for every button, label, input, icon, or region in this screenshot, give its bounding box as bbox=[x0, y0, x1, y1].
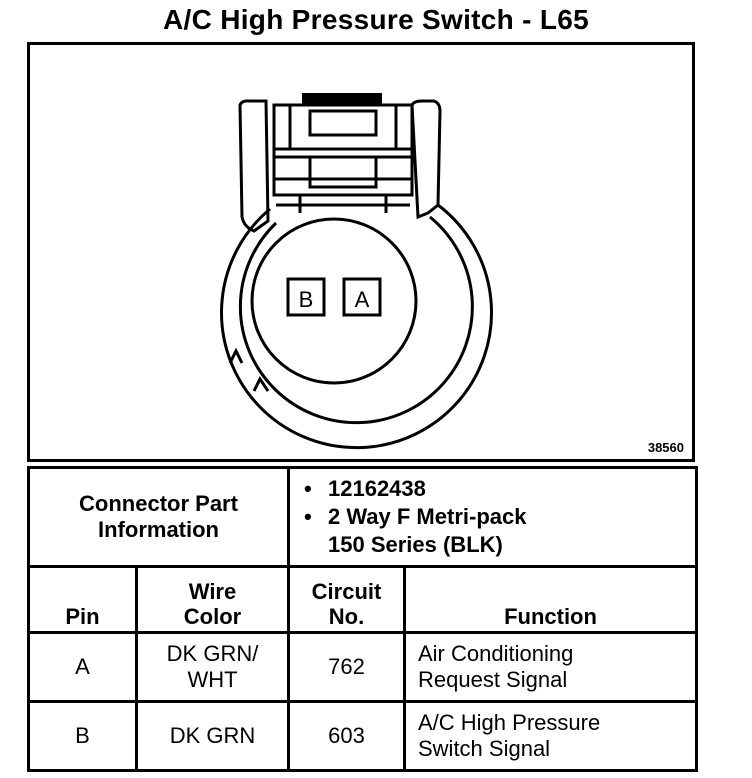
latch-bar bbox=[302, 93, 382, 105]
index-mark-lower bbox=[252, 376, 270, 392]
connector-info-table: Connector Part Information 12162438 2 Wa… bbox=[27, 466, 698, 568]
header-function: Function bbox=[403, 566, 698, 634]
connector-description-cont: 150 Series (BLK) bbox=[328, 532, 503, 557]
function-cell: Air Conditioning Request Signal bbox=[403, 631, 698, 703]
circuit-cell: 762 bbox=[287, 631, 406, 703]
cavity-label-b: B bbox=[299, 287, 314, 312]
cavity-a-box bbox=[342, 277, 382, 317]
terminal-face bbox=[250, 217, 418, 385]
wire-color-cell: DK GRN bbox=[135, 700, 290, 772]
cavity-label-a: A bbox=[355, 287, 370, 312]
connector-info-values: 12162438 2 Way F Metri-pack 150 Series (… bbox=[287, 466, 698, 568]
page-title: A/C High Pressure Switch - L65 bbox=[163, 4, 589, 35]
header-wire-color: Wire Color bbox=[135, 566, 290, 634]
pin-cell: A bbox=[27, 631, 138, 703]
pin-cell: B bbox=[27, 700, 138, 772]
wire-color-cell: DK GRN/ WHT bbox=[135, 631, 290, 703]
connector-diagram-frame: B A 38560 bbox=[27, 42, 695, 462]
index-mark-left bbox=[228, 347, 244, 364]
left-latch-arm bbox=[238, 99, 270, 233]
connector-info-label: Connector Part Information bbox=[27, 466, 290, 568]
pin-table: Pin Wire Color Circuit No. Function A DK… bbox=[27, 566, 698, 772]
connector-inner-ring bbox=[238, 215, 474, 425]
function-cell: A/C High Pressure Switch Signal bbox=[403, 700, 698, 772]
header-pin: Pin bbox=[27, 566, 138, 634]
right-latch-arm bbox=[410, 99, 442, 220]
table-row: B DK GRN 603 A/C High Pressure Switch Si… bbox=[27, 700, 698, 772]
cavity-b-box bbox=[286, 277, 326, 317]
circuit-cell: 603 bbox=[287, 700, 406, 772]
part-number: 12162438 bbox=[304, 475, 695, 503]
table-row: A DK GRN/ WHT 762 Air Conditioning Reque… bbox=[27, 631, 698, 703]
pin-table-header: Pin Wire Color Circuit No. Function bbox=[27, 566, 698, 634]
figure-number: 38560 bbox=[647, 440, 684, 455]
header-circuit: Circuit No. bbox=[287, 566, 406, 634]
connector-face-illustration: B A bbox=[220, 93, 494, 450]
connector-description: 2 Way F Metri-pack bbox=[304, 503, 695, 531]
connector-outer-ring bbox=[220, 203, 494, 450]
